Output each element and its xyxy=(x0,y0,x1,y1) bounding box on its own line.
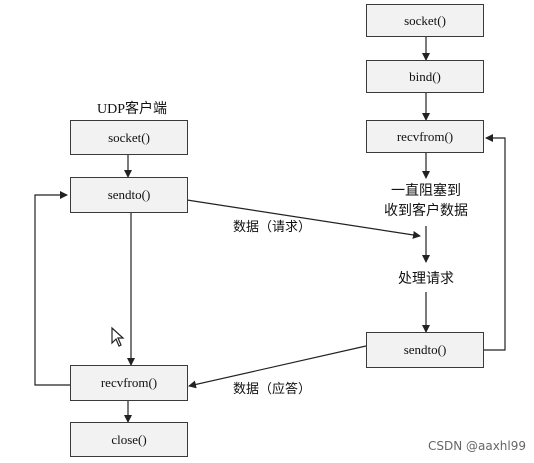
server-block-line2: 收到客户数据 xyxy=(384,203,468,219)
server-recvfrom-label: recvfrom() xyxy=(396,128,454,144)
server-recvfrom-box: recvfrom() xyxy=(366,120,484,153)
watermark: CSDN @aaxhl99 xyxy=(427,439,526,453)
client-close-label: close() xyxy=(111,431,147,447)
client-title: UDP客户端 xyxy=(97,102,168,117)
server-loop-line xyxy=(484,134,506,351)
server-bind-label: bind() xyxy=(409,68,441,84)
client-recvfrom-label: recvfrom() xyxy=(100,375,158,390)
server-sendto-box: sendto() xyxy=(366,332,484,368)
server-socket-label: socket() xyxy=(404,12,446,28)
client-recvfrom-box: recvfrom() xyxy=(70,365,188,401)
client-loop-line xyxy=(34,191,70,386)
request-label: 数据（请求） xyxy=(233,220,312,235)
response-label: 数据（应答） xyxy=(233,382,312,397)
request-arrow xyxy=(186,199,421,239)
server-socket-box: socket() xyxy=(366,4,484,37)
client-sendto-label: sendto() xyxy=(107,187,151,202)
mouse-cursor-icon xyxy=(110,326,128,353)
server-process-text: 处理请求 xyxy=(398,271,454,287)
server-sendto-label: sendto() xyxy=(403,342,447,357)
client-sendto-box: sendto() xyxy=(70,177,188,213)
server-block-line1: 一直阻塞到 xyxy=(391,183,461,199)
server-bind-box: bind() xyxy=(366,60,484,93)
client-socket-label: socket() xyxy=(108,129,150,145)
response-arrow xyxy=(188,345,367,389)
client-socket-box: socket() xyxy=(70,120,188,155)
client-close-box: close() xyxy=(70,422,188,457)
server-block-text: 一直阻塞到 收到客户数据 xyxy=(372,181,480,221)
